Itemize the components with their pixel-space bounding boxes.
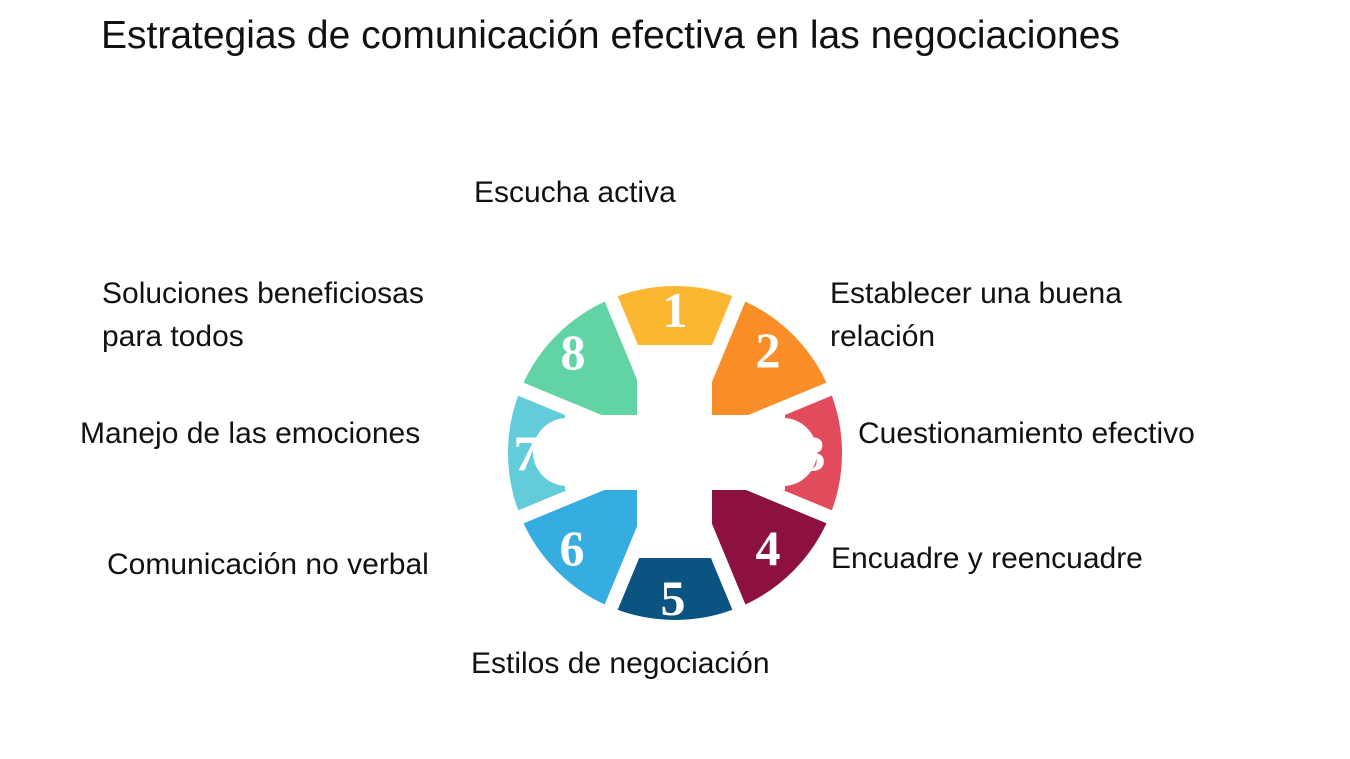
label-line: Cuestionamiento efectivo [858,417,1195,450]
segment-4 [668,446,843,621]
label-1: Escucha activa [474,171,676,214]
segment-number-8: 8 [561,324,586,380]
label-line: Establecer una buena [830,277,1122,310]
label-2: Establecer una buena relación [830,272,1122,358]
label-line: relación [830,320,936,353]
notch-left [533,418,601,486]
center-cross-horizontal [565,415,785,490]
segment-number-2: 2 [756,322,781,378]
label-line: Soluciones beneficiosas [102,277,424,310]
label-7: Manejo de las emociones [80,412,420,455]
label-line: Escucha activa [474,176,676,209]
segment-number-7: 7 [514,425,539,481]
label-line: para todos [102,320,244,353]
label-5: Estilos de negociación [471,642,770,685]
segment-8 [507,285,682,460]
label-line: Encuadre y reencuadre [831,542,1143,575]
label-line: Manejo de las emociones [80,417,421,450]
label-3: Cuestionamiento efectivo [858,412,1195,455]
segment-number-6: 6 [560,520,585,576]
label-line: Estilos de negociación [471,647,770,680]
segment-2 [668,285,843,460]
segment-number-4: 4 [756,520,781,576]
label-8: Soluciones beneficiosas para todos [102,272,424,358]
segment-6 [507,446,682,621]
page-title: Estrategias de comunicación efectiva en … [101,14,1120,57]
segment-number-3: 3 [801,425,826,481]
label-6: Comunicación no verbal [107,543,429,586]
segment-number-5: 5 [661,570,686,626]
notch-right [749,418,817,486]
label-4: Encuadre y reencuadre [831,537,1143,580]
label-line: Comunicación no verbal [107,548,429,581]
segment-number-1: 1 [663,282,688,338]
